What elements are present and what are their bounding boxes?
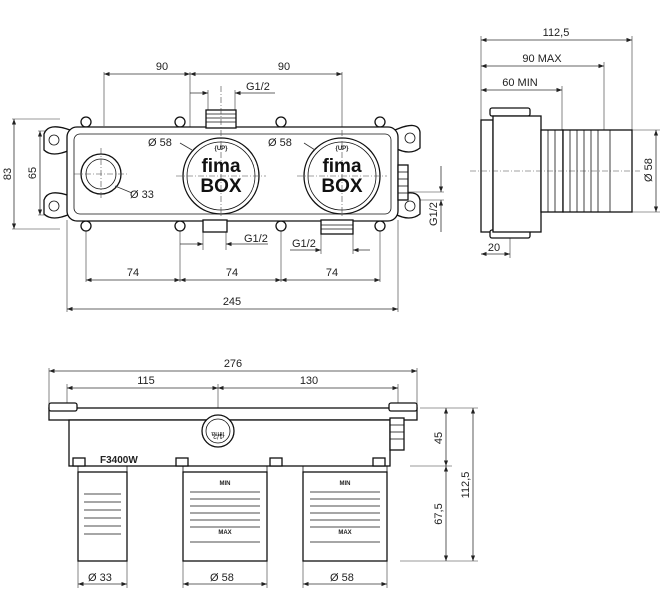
front-dimensions: 90 90 G1/2 83 65 G1/2 G1/2	[2, 61, 444, 312]
bottom-dim-right: 130	[300, 375, 318, 387]
bottom-plug: 1/2 fima	[201, 414, 235, 448]
side-dim-max: 90 MAX	[522, 53, 562, 65]
valve-right-box: BOX	[321, 176, 363, 197]
cartridge-middle-min: MIN	[220, 481, 231, 487]
dim-bottom-port-right: G1/2	[292, 238, 316, 250]
outlet-diameter-label: Ø 33	[130, 189, 154, 201]
side-dim-flange: 20	[488, 242, 500, 254]
dim-seg-3: 74	[326, 267, 338, 279]
mounting-ear	[394, 124, 421, 153]
outlet-port: Ø 33	[74, 148, 154, 201]
valve-left: Ø 58 {UP} fima BOX	[148, 130, 266, 218]
bottom-flange	[48, 407, 418, 421]
dim-top-port: G1/2	[246, 81, 270, 93]
model-label: F3400W	[100, 455, 138, 466]
bottom-body: F3400W 1/2 fima	[48, 402, 418, 562]
side-housing	[492, 115, 542, 233]
valve-left-diameter: Ø 58	[148, 137, 172, 149]
valve-left-brand: fima	[201, 156, 241, 177]
cartridge-middle: MIN MAX	[182, 465, 268, 562]
bottom-port-left	[202, 219, 228, 233]
side-dim-min: 60 MIN	[502, 77, 538, 89]
dim-seg-2: 74	[226, 267, 238, 279]
bottom-dia-left: Ø 33	[88, 572, 112, 584]
bottom-dim-left: 115	[137, 375, 155, 387]
dim-seg-1: 74	[127, 267, 139, 279]
bottom-dia-mid: Ø 58	[210, 572, 234, 584]
bottom-view: 276 115 130 45 67,5 112,5 Ø 33 Ø 58	[48, 358, 478, 588]
valve-right-diameter: Ø 58	[268, 137, 292, 149]
side-body	[470, 107, 640, 239]
dim-height-inner: 65	[27, 167, 39, 179]
dim-spacing-right: 90	[278, 61, 290, 73]
side-view: 112,5 90 MAX 60 MIN 20 Ø 58	[470, 27, 660, 258]
bottom-dim-overall-height: 112,5	[460, 472, 472, 499]
mounting-ear	[43, 192, 71, 219]
cartridge-right-min: MIN	[340, 481, 351, 487]
valve-right-brand: fima	[322, 156, 362, 177]
plug-size: 1/2	[213, 432, 223, 439]
bottom-dim-lower-height: 67,5	[433, 503, 445, 524]
bottom-dia-right: Ø 58	[330, 572, 354, 584]
side-dim-diameter: Ø 58	[643, 158, 655, 182]
dim-side-port: G1/2	[428, 202, 440, 226]
dim-spacing-left: 90	[156, 61, 168, 73]
cartridge-middle-max: MAX	[218, 530, 231, 536]
side-dimensions: 112,5 90 MAX 60 MIN 20 Ø 58	[480, 27, 660, 258]
bottom-dim-upper-height: 45	[433, 432, 445, 444]
side-flange	[480, 119, 494, 233]
valve-right: Ø 58 {UP} fima BOX	[268, 130, 387, 218]
cartridge-left	[77, 471, 128, 562]
side-port	[397, 164, 409, 201]
bottom-dim-total: 276	[224, 358, 242, 370]
valve-right-badge: {UP}	[335, 146, 349, 152]
plug-brand: fima	[211, 430, 224, 437]
mounting-ear	[43, 126, 71, 155]
cartridge-right-max: MAX	[338, 530, 351, 536]
front-view: 90 90 G1/2 83 65 G1/2 G1/2	[2, 61, 444, 312]
front-body: Ø 33 Ø 58 {UP} fima BOX Ø	[43, 86, 421, 235]
cartridge-right: MIN MAX	[302, 465, 388, 562]
valve-left-box: BOX	[200, 176, 242, 197]
side-dim-overall: 112,5	[543, 27, 570, 39]
valve-left-badge: {UP}	[214, 146, 228, 152]
dim-height-outer: 83	[2, 168, 14, 180]
bottom-port-right	[320, 219, 354, 235]
dim-total-width: 245	[223, 296, 241, 308]
bottom-dimensions: 276 115 130 45 67,5 112,5 Ø 33 Ø 58	[48, 358, 478, 588]
dim-bottom-port-left: G1/2	[244, 233, 268, 245]
